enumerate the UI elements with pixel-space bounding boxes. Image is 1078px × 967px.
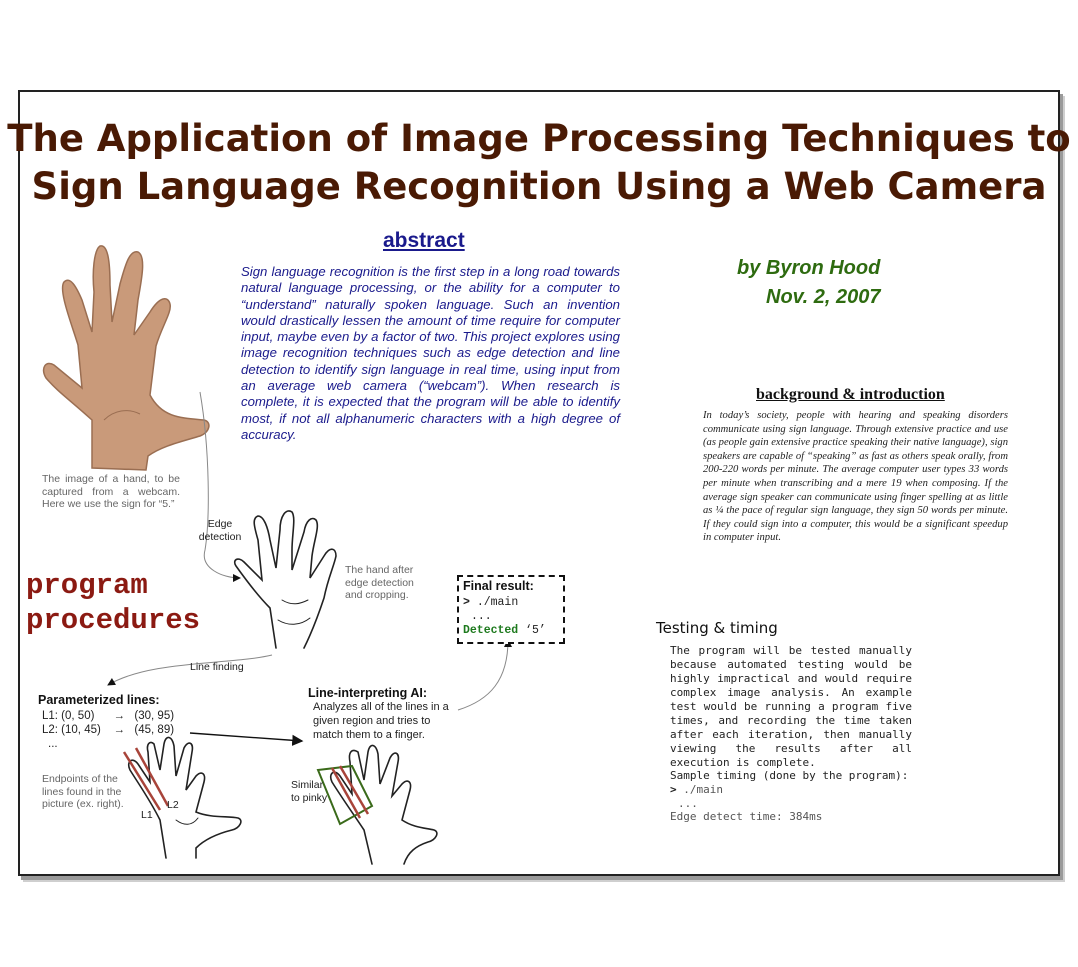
edge-caption: The hand after edge detection and croppi… xyxy=(345,564,414,601)
procedures-heading-line-1: program xyxy=(26,569,148,602)
ai-title: Line-interpreting AI: xyxy=(308,686,427,700)
line-label-l1: L1 xyxy=(141,809,153,821)
edge-label-line-2: detection xyxy=(198,530,242,543)
author-name: by Byron Hood xyxy=(737,257,881,279)
final-command: > ./main xyxy=(463,596,518,610)
param-lines: L1: (0, 50) → (30, 95) L2: (10, 45) → (4… xyxy=(42,709,174,751)
edge-detection-label: Edge detection xyxy=(194,518,246,543)
edge-hand xyxy=(233,510,337,649)
final-cmd: ./main xyxy=(476,596,519,609)
ai-text: Analyzes all of the lines in a given reg… xyxy=(313,701,449,741)
param-line-start: L2: (10, 45) xyxy=(42,724,101,736)
flow-arrows xyxy=(107,391,512,711)
endpoints-caption: Endpoints of the lines found in the pict… xyxy=(42,773,124,810)
param-line-start: L1: (0, 50) xyxy=(42,710,95,722)
param-line-end: (30, 95) xyxy=(134,710,175,722)
sample-command: > ./main xyxy=(670,783,723,797)
hand-photo xyxy=(42,245,210,471)
final-prompt: > xyxy=(463,596,470,609)
sample-dots: ... xyxy=(678,797,698,810)
param-line: L2: (10, 45) → (45, 89) xyxy=(42,723,174,737)
match-box xyxy=(316,764,374,826)
ai-arrow xyxy=(189,732,304,746)
ai-hand xyxy=(329,744,438,865)
detected-lines xyxy=(122,747,170,811)
hand-caption: The image of a hand, to be captured from… xyxy=(42,473,180,510)
sample-output: Edge detect time: 384ms xyxy=(670,810,823,823)
background-text: In today’s society, people with hearing … xyxy=(703,410,1008,544)
abstract-heading: abstract xyxy=(383,229,465,252)
final-output: Detected ‘5’ xyxy=(463,624,546,638)
param-line-end: (45, 89) xyxy=(134,724,175,736)
poster-title: The Application of Image Processing Tech… xyxy=(0,115,1078,211)
testing-heading: Testing & timing xyxy=(656,619,778,637)
line-label-l2: L2 xyxy=(167,799,179,811)
title-line-1: The Application of Image Processing Tech… xyxy=(7,117,1071,160)
procedures-heading-line-2: procedures xyxy=(26,604,201,637)
background-heading: background & introduction xyxy=(756,386,945,403)
similar-line-1: Similar xyxy=(291,779,324,791)
edge-label-line-1: Edge xyxy=(207,518,233,530)
sample-cmd: ./main xyxy=(683,783,723,796)
param-line-arrow: → xyxy=(113,724,125,736)
abstract-text: Sign language recognition is the first s… xyxy=(241,264,620,442)
sample-prompt: > xyxy=(670,783,677,796)
final-dots: ... xyxy=(471,610,492,623)
param-line: L1: (0, 50) → (30, 95) xyxy=(42,709,174,723)
sample-timing-label: Sample timing (done by the program): xyxy=(670,769,909,782)
final-result-title: Final result: xyxy=(463,579,534,593)
param-title: Parameterized lines: xyxy=(38,693,160,707)
procedures-heading: program procedures xyxy=(26,568,200,638)
lines-hand xyxy=(127,736,242,859)
final-value: ‘5’ xyxy=(525,624,546,637)
testing-text: The program will be tested manually beca… xyxy=(670,644,912,769)
final-detected: Detected xyxy=(463,624,519,637)
param-dots: ... xyxy=(48,738,58,750)
final-result-box: Final result: > ./main ... Detected ‘5’ xyxy=(457,575,565,644)
param-line-arrow: → xyxy=(113,710,125,722)
similar-line-2: to pinky xyxy=(291,791,328,804)
author-date: Nov. 2, 2007 xyxy=(766,286,881,308)
title-line-2: Sign Language Recognition Using a Web Ca… xyxy=(31,165,1047,208)
similar-label: Similar to pinky xyxy=(291,779,327,804)
line-finding-label: Line finding xyxy=(190,661,244,673)
